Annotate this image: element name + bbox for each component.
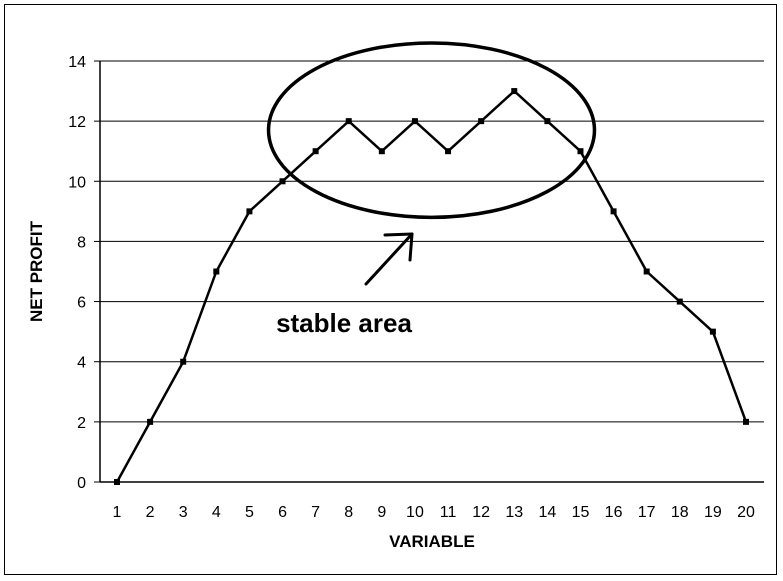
y-tick-label: 14 [68, 54, 86, 71]
x-tick-label: 16 [605, 504, 623, 521]
x-tick-label: 3 [179, 504, 188, 521]
x-tick-label: 9 [377, 504, 386, 521]
data-point [279, 178, 286, 185]
data-point [743, 418, 749, 425]
x-tick-label: 15 [572, 504, 590, 521]
stable-area-arrow [364, 232, 414, 286]
grid-lines [100, 60, 764, 423]
data-point [345, 118, 352, 125]
y-axis-title: NET PROFIT [27, 220, 46, 322]
y-tick-label: 8 [77, 234, 86, 251]
y-tick-label: 2 [77, 415, 86, 432]
data-point [312, 148, 319, 155]
data-markers [114, 88, 749, 485]
y-tick-label: 10 [68, 174, 86, 191]
y-tick-label: 12 [68, 114, 86, 131]
data-point [610, 208, 617, 215]
chart-frame [4, 4, 777, 575]
data-point [180, 358, 187, 365]
data-point [411, 118, 418, 125]
data-point [378, 148, 385, 155]
annotation: stable area [266, 41, 597, 338]
data-point [544, 118, 551, 125]
x-tick-label: 11 [440, 504, 457, 521]
x-tick-label: 1 [113, 504, 122, 521]
x-tick-label: 17 [638, 504, 656, 521]
data-point [676, 298, 683, 305]
x-axis-title: VARIABLE [389, 532, 475, 551]
x-tick-label: 18 [671, 504, 689, 521]
data-point [114, 479, 120, 485]
arrow-head-icon [383, 232, 414, 262]
y-tick-label: 0 [77, 475, 86, 492]
series-polyline [115, 89, 748, 483]
data-point [643, 268, 650, 275]
annotation-label: stable area [276, 308, 412, 338]
x-tick-label: 12 [472, 504, 490, 521]
x-tick-label: 6 [278, 504, 287, 521]
data-point [147, 418, 154, 425]
data-point [577, 148, 584, 155]
data-point [478, 118, 485, 125]
x-tick-label: 4 [212, 504, 221, 521]
x-tick-label: 2 [146, 504, 155, 521]
x-tick-label: 14 [538, 504, 556, 521]
data-point [511, 88, 518, 95]
x-tick-label: 19 [704, 504, 722, 521]
x-tick-label: 5 [245, 504, 254, 521]
x-tick-label: 8 [344, 504, 353, 521]
data-point [213, 268, 220, 275]
data-point [445, 148, 452, 155]
data-point [709, 328, 716, 335]
stable-area-ellipse [266, 41, 597, 220]
x-tick-label: 13 [505, 504, 523, 521]
x-tick-label: 20 [737, 504, 755, 521]
y-tick-label: 4 [77, 355, 86, 372]
data-point [246, 208, 253, 215]
y-tick-label: 6 [77, 295, 86, 312]
series-line [115, 89, 748, 483]
x-tick-label: 7 [311, 504, 320, 521]
axes [94, 60, 764, 483]
x-tick-label: 10 [406, 504, 424, 521]
